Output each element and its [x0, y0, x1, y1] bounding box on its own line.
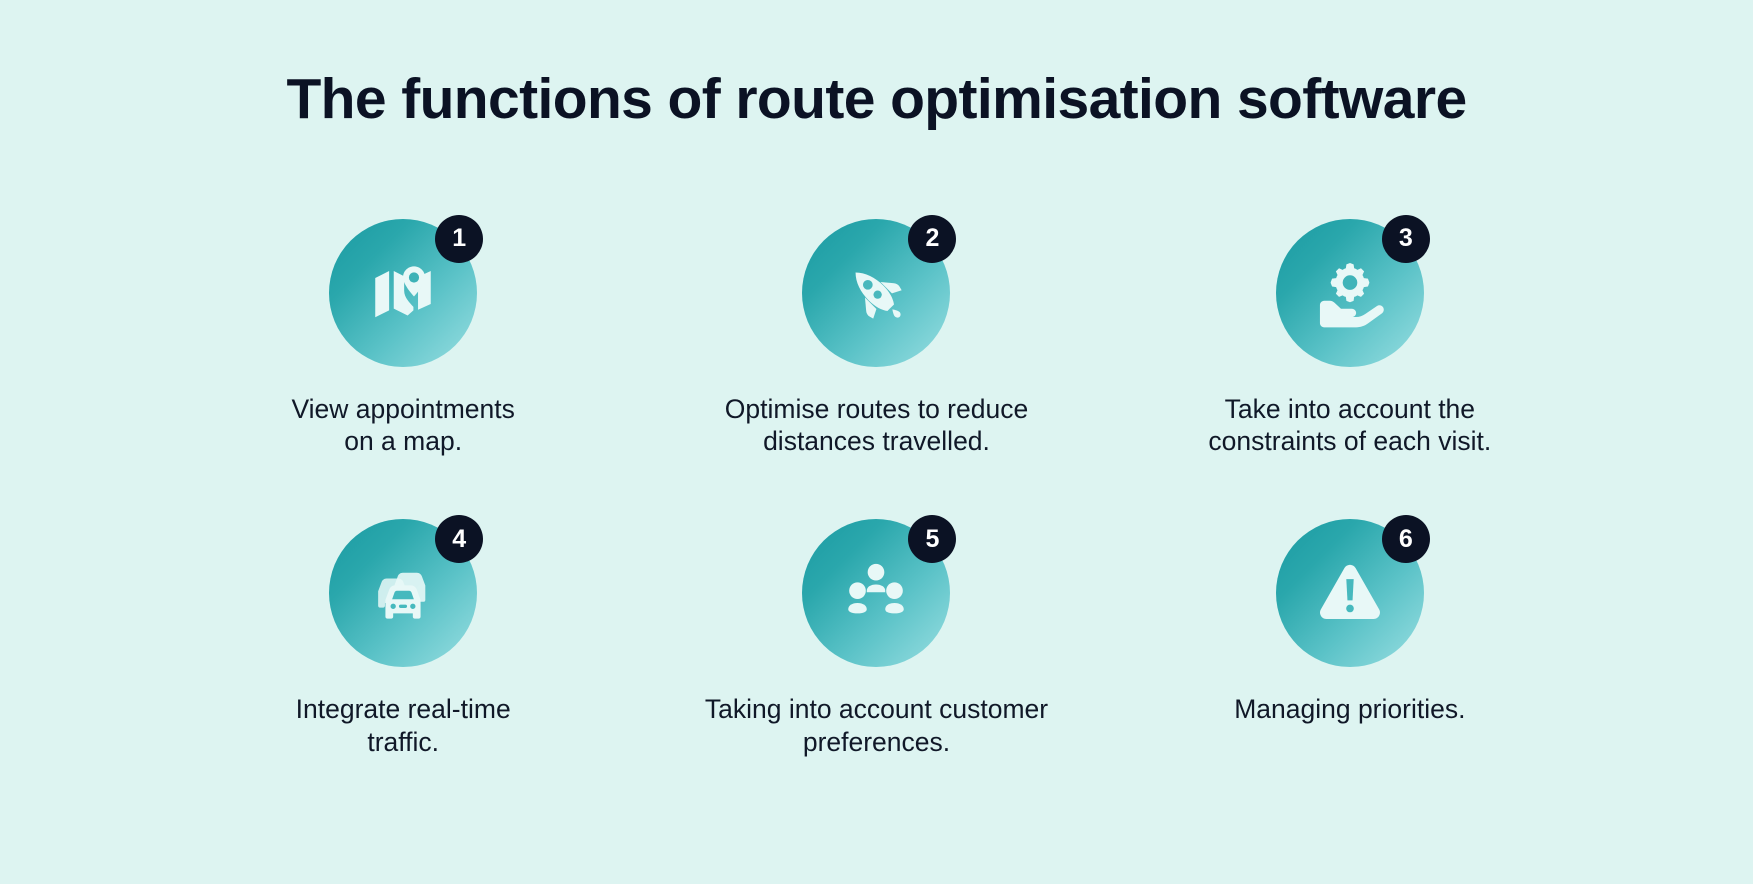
icon-wrap-2: 2 — [802, 214, 957, 367]
rocket-icon — [856, 272, 903, 319]
feature-caption-1: View appointments on a map. — [291, 393, 515, 457]
page-title: The functions of route optimisation soft… — [286, 67, 1467, 131]
icon-wrap-4: 4 — [329, 515, 484, 668]
icon-wrap-1: 1 — [329, 214, 484, 367]
feature-caption-5: Taking into account customer preferences… — [704, 694, 1049, 757]
traffic-cars-icon — [378, 573, 426, 620]
badge-number-2: 2 — [908, 214, 957, 263]
feature-card-5: 5 Taking into account customer preferenc… — [640, 515, 1113, 758]
feature-card-2: 2 Optimise routes to reduce distances tr… — [640, 214, 1113, 458]
badge-number-3: 3 — [1381, 214, 1430, 263]
people-group-icon — [848, 564, 905, 614]
hand-gear-icon — [1319, 262, 1384, 328]
feature-card-6: 6 Managing priorities. — [1113, 515, 1586, 758]
icon-wrap-3: 3 — [1275, 214, 1430, 367]
feature-caption-3: Take into account the constraints of eac… — [1208, 393, 1492, 457]
feature-grid: 1 View appointments on a map. — [167, 214, 1587, 758]
badge-number-5: 5 — [908, 515, 957, 564]
warning-triangle-icon — [1319, 565, 1380, 620]
feature-caption-4: Integrate real-time traffic. — [295, 694, 511, 757]
badge-number-6: 6 — [1381, 515, 1430, 564]
badge-number-1: 1 — [435, 214, 484, 263]
map-pin-icon — [375, 266, 431, 317]
feature-card-4: 4 Integrate real-time traffic. — [167, 515, 640, 758]
feature-caption-2: Optimise routes to reduce distances trav… — [724, 393, 1029, 457]
feature-caption-6: Managing priorities. — [1234, 694, 1466, 725]
feature-card-1: 1 View appointments on a map. — [167, 214, 640, 458]
icon-wrap-6: 6 — [1275, 515, 1430, 668]
badge-number-4: 4 — [435, 515, 484, 564]
feature-card-3: 3 Take into account the constraints of e… — [1113, 214, 1586, 458]
icon-wrap-5: 5 — [802, 515, 957, 668]
